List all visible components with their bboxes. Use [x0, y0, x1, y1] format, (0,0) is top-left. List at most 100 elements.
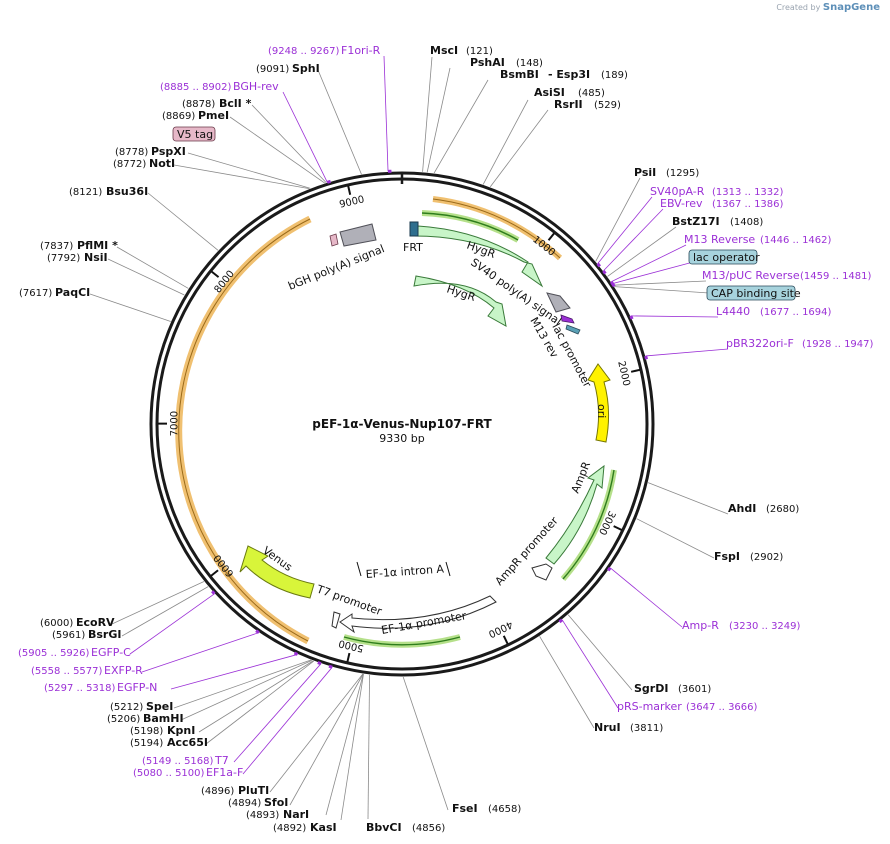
primer-t7-range: (5149 .. 5168)	[142, 756, 214, 767]
leader-line	[269, 673, 364, 793]
primer-ef1a-f: EF1a-F	[206, 766, 243, 779]
leader-line	[647, 482, 729, 515]
enzyme-fspi: FspI	[714, 550, 740, 563]
enzyme-krui-pos: (3811)	[630, 723, 663, 734]
tick-label: 2000	[615, 360, 631, 387]
venus-arrow	[239, 545, 315, 599]
primer-site-mark	[596, 262, 601, 268]
enzyme-bsmbi-pos: (189)	[601, 70, 628, 81]
enzyme-rsrii-pos: (529)	[594, 100, 621, 111]
enzyme-pflmi-pos: (7837)	[40, 241, 73, 252]
v5-tag-label: V5 tag	[177, 128, 213, 141]
enzyme-pshai: PshAI	[470, 56, 505, 69]
bgh-polya-box	[339, 223, 377, 247]
leader-line	[251, 104, 327, 183]
leader-line	[242, 666, 333, 775]
primer-site-mark	[611, 282, 616, 288]
cap-binding-site-label: CAP binding site	[711, 287, 801, 300]
enzyme-bsrgi-pos: (5961)	[52, 630, 85, 641]
primer-site-mark	[328, 664, 333, 669]
leader-line	[147, 192, 219, 251]
intron-bracket-left	[356, 561, 362, 577]
leader-line	[612, 260, 698, 284]
primer-m13puc-reverse-range: (1459 .. 1481)	[800, 271, 872, 282]
enzyme-msci-pos: (121)	[466, 46, 493, 57]
primer-ebv-rev: EBV-rev	[660, 197, 703, 210]
leader-line	[198, 660, 314, 733]
ampr-arrow	[545, 464, 605, 565]
tick-mark	[547, 232, 555, 241]
cap-binding-site-box	[706, 285, 796, 301]
leader-line	[282, 91, 328, 183]
primer-prs-marker-range: (3647 .. 3666)	[686, 702, 758, 713]
primer-site-mark	[317, 661, 322, 666]
primer-egfp-n: EGFP-N	[117, 681, 157, 694]
enzyme-spei-pos: (5212)	[110, 702, 143, 713]
t7-promoter-marker	[331, 611, 341, 629]
leader-line	[121, 586, 209, 637]
primer-site-mark	[644, 355, 649, 360]
primer-f1ori-r-range: (9248 .. 9267)	[268, 46, 340, 57]
enzyme-pspxi-pos: (8778)	[115, 147, 148, 158]
primer-site-mark	[255, 629, 260, 634]
leader-line	[170, 654, 298, 690]
leader-line	[489, 109, 549, 188]
ef1a-promoter-arrow	[339, 595, 497, 634]
enzyme-sgrdi-pos: (3601)	[678, 684, 711, 695]
enzyme-ecorv-pos: (6000)	[40, 618, 73, 629]
green-arc-ef1a-line	[343, 636, 461, 646]
enzyme-bstz17i: BstZ17I	[672, 215, 720, 228]
enzyme-psii: PsiI	[634, 166, 656, 179]
leader-line	[426, 67, 451, 173]
tick-label: 4000	[486, 618, 514, 639]
enzyme-asisi: AsiSI	[534, 86, 565, 99]
leader-line	[205, 660, 315, 745]
enzyme-bsu36i-pos: (8121)	[69, 187, 102, 198]
leader-line	[173, 659, 312, 709]
v5-tag-box	[172, 126, 216, 142]
leader-line	[567, 614, 633, 691]
primer-egfp-n-range: (5297 .. 5318)	[44, 683, 116, 694]
primer-t7: T7	[214, 754, 229, 767]
primer-site-mark	[629, 315, 634, 320]
primer-site-mark	[293, 651, 299, 656]
enzyme-sphi-pos: (9091)	[256, 64, 289, 75]
enzyme-ahdi-pos: (2680)	[766, 504, 799, 515]
enzyme-bstz17i-pos: (1408)	[730, 217, 763, 228]
enzyme-spei: SpeI	[146, 700, 173, 713]
primer-egfp-c-range: (5905 .. 5926)	[18, 648, 90, 659]
ampr-promoter-arrow	[531, 563, 553, 581]
leader-line	[141, 632, 259, 673]
frt-marker	[409, 221, 419, 237]
feature-label-frt: FRT	[403, 241, 423, 254]
enzyme-psii-pos: (1295)	[666, 168, 699, 179]
feature-label-hygr-1: HygR	[465, 239, 497, 261]
feature-label-ef1a-promoter: EF-1α promoter	[380, 609, 467, 637]
enzyme-nsii: NsiI	[84, 251, 108, 264]
leader-line	[325, 673, 364, 816]
lac-operator-label: lac operator	[693, 251, 760, 264]
leader-line	[607, 226, 677, 277]
enzyme-rsrii: RsrII	[554, 98, 583, 111]
leader-line	[383, 55, 389, 172]
primer-bgh-rev: BGH-rev	[233, 80, 279, 93]
tick-label: 6000	[212, 552, 236, 579]
enzyme-krui: NruI	[594, 721, 621, 734]
enzyme-noti-pos: (8772)	[113, 159, 146, 170]
enzyme-sgrdi: SgrDI	[634, 682, 668, 695]
leader-line	[402, 676, 449, 811]
enzyme-bcli: BclI *	[219, 97, 252, 110]
enzyme-bsmbi: BsmBI	[500, 68, 539, 81]
enzyme-pflmi: PflMI *	[77, 239, 118, 252]
lac-operator-box	[688, 249, 758, 265]
tick-mark	[346, 652, 351, 663]
feature-label-bgh-polya: bGH poly(A) signal	[286, 242, 386, 293]
enzyme-nsii-pos: (7792)	[47, 253, 80, 264]
primer-m13puc-reverse: M13/pUC Reverse	[702, 269, 800, 282]
leader-line	[422, 56, 433, 172]
primer-exfp-r: EXFP-R	[104, 664, 143, 677]
tick-mark	[347, 185, 352, 195]
leader-line	[229, 116, 325, 184]
leader-line	[111, 581, 205, 625]
leader-line	[645, 348, 729, 357]
